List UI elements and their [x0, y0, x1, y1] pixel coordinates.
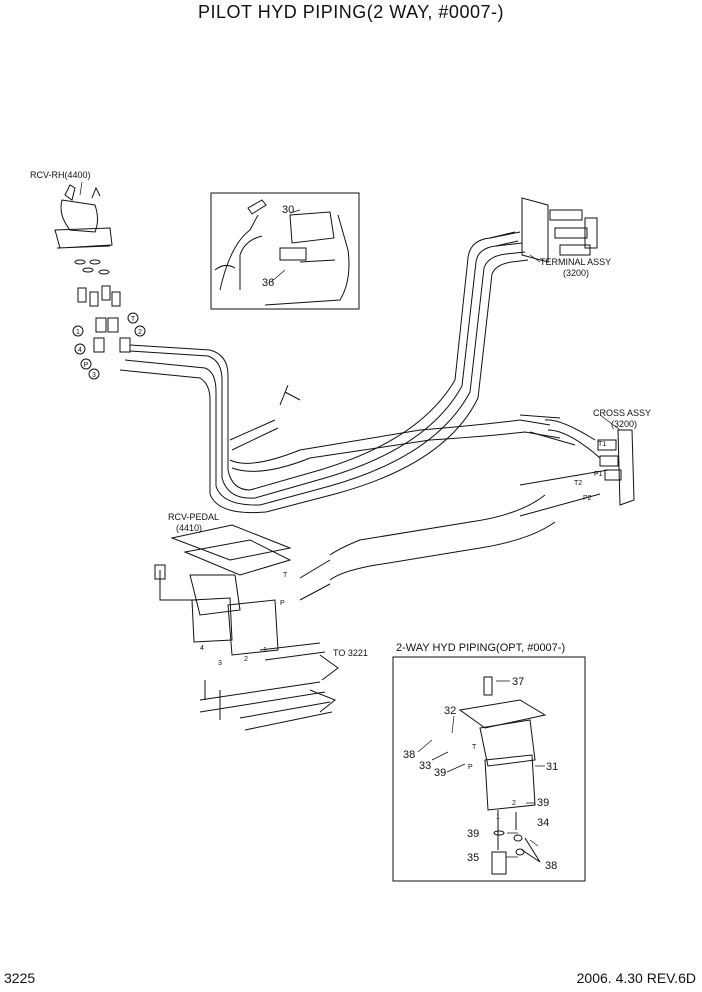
opt-port-mark-t: T	[472, 744, 477, 751]
circle-label-3: 3	[92, 372, 96, 379]
rh-fittings	[77, 285, 131, 353]
callout-39-upper: 39	[434, 767, 447, 779]
circle-marker-3	[88, 368, 100, 380]
port-mark-p2: P2	[583, 495, 592, 502]
circle-label-P: P	[84, 362, 89, 369]
callout-37: 37	[512, 676, 525, 688]
callout-38-upper: 38	[403, 749, 416, 761]
port-mark-t1: T1	[598, 441, 607, 448]
circle-marker-T	[127, 312, 139, 324]
opt-pedal	[458, 676, 547, 875]
circle-marker-4	[74, 343, 86, 355]
rcv-pedal	[154, 524, 292, 656]
cross-assy-label: CROSS ASSY	[593, 408, 652, 418]
leader-lines	[79, 181, 621, 858]
page-title: PILOT HYD PIPING(2 WAY, #0007-)	[198, 2, 504, 22]
circle-label-2: 2	[138, 329, 142, 336]
cab-inset-box	[210, 192, 360, 310]
opt-port-mark-p: P	[468, 764, 473, 771]
callout-35: 35	[467, 852, 480, 864]
callout-39-middle: 39	[537, 797, 550, 809]
opt-port-mark-1: 1	[496, 814, 500, 821]
terminal-assy	[489, 197, 598, 263]
lower-hoses	[199, 642, 339, 731]
circle-label-T: T	[131, 316, 136, 323]
rcv-rh-label: RCV-RH(4400)	[30, 170, 91, 180]
page-number: 3225	[4, 970, 36, 986]
callout-39-lower: 39	[467, 828, 480, 840]
circle-label-4: 4	[78, 347, 82, 354]
callout-31: 31	[546, 761, 559, 773]
callout-38-lower: 38	[545, 860, 558, 872]
port-mark-4: 4	[200, 645, 204, 652]
port-mark-3: 3	[218, 660, 222, 667]
terminal-assy-number: (3200)	[563, 268, 590, 278]
port-mark-1: 1	[263, 647, 267, 654]
circle-label-1: 1	[76, 329, 80, 336]
rcv-pedal-number: (4410)	[176, 523, 203, 533]
circle-marker-1	[72, 325, 84, 337]
cross-assy-number: (3200)	[611, 419, 638, 429]
port-mark-t2: T2	[574, 480, 583, 487]
opt-box	[392, 656, 586, 882]
revision-date: 2006. 4.30 REV.6D	[576, 970, 696, 986]
callout-36: 36	[262, 277, 275, 289]
hose-bundle-rh	[119, 231, 529, 514]
callout-33: 33	[419, 760, 432, 772]
circle-marker-2	[134, 325, 146, 337]
callout-30: 30	[282, 204, 295, 216]
port-mark-p: P	[280, 600, 285, 607]
rcv-rh-joystick	[54, 184, 113, 275]
to-3221-label: TO 3221	[333, 648, 368, 658]
callout-34: 34	[537, 817, 550, 829]
opt-port-mark-2: 2	[512, 800, 516, 807]
opt-box-title: 2-WAY HYD PIPING(OPT, #0007-)	[396, 642, 566, 654]
terminal-assy-label: TERMINAL ASSY	[540, 257, 612, 267]
port-mark-2: 2	[244, 656, 248, 663]
port-mark-p1: P1	[594, 471, 603, 478]
circle-marker-P	[80, 358, 92, 370]
port-mark-t: T	[283, 572, 288, 579]
hose-bundle-cross	[229, 384, 576, 472]
pedal-hoses	[299, 494, 556, 601]
rcv-pedal-label: RCV-PEDAL	[168, 512, 220, 522]
cross-assy	[519, 419, 635, 517]
callout-32: 32	[444, 705, 457, 717]
